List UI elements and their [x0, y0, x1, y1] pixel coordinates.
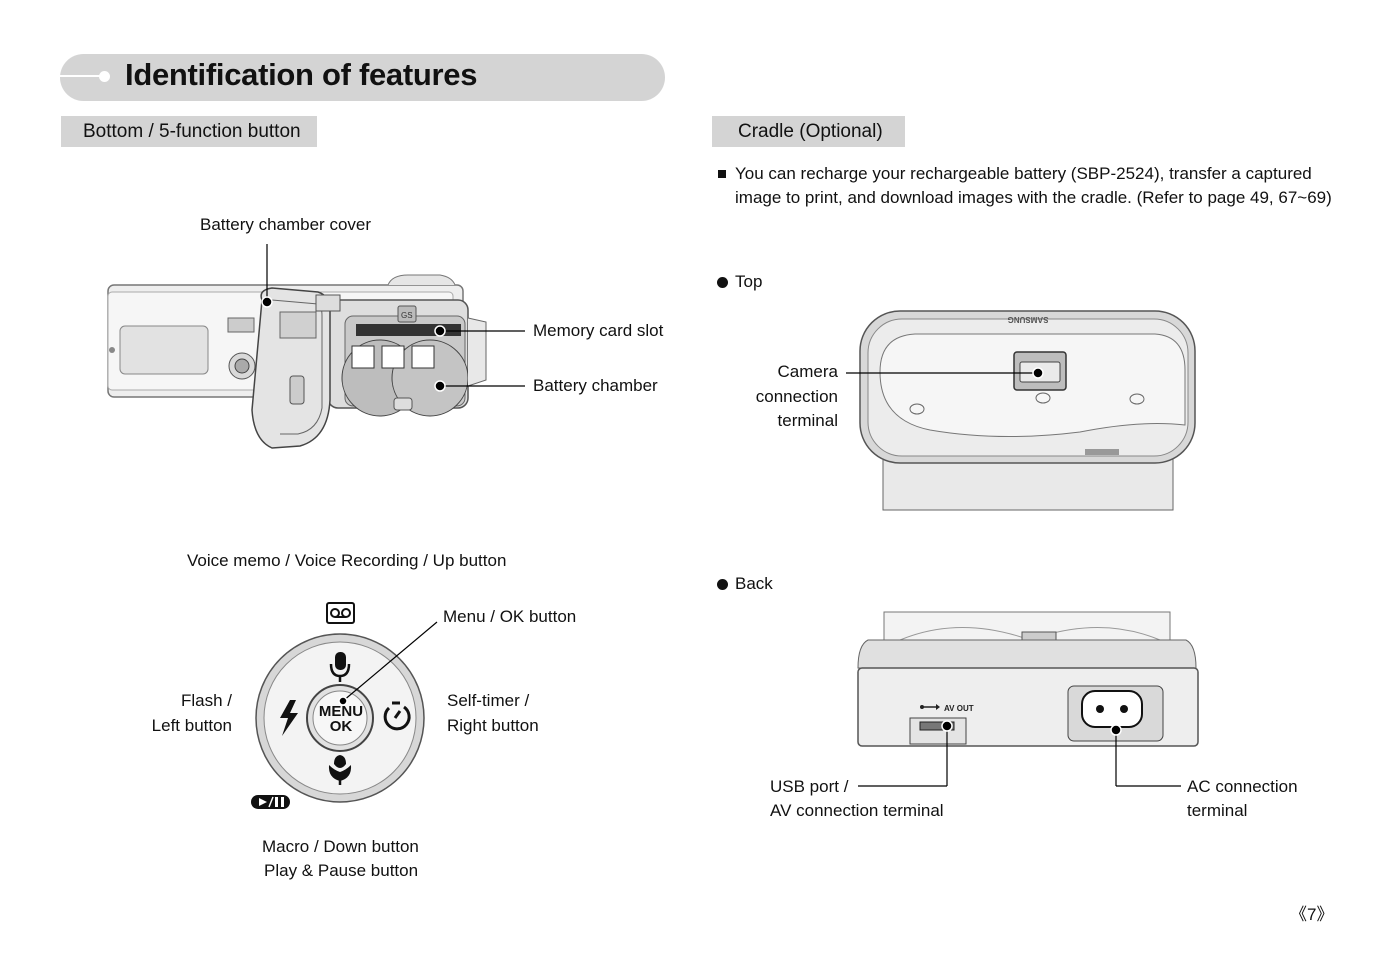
title-decoration-dot [99, 71, 110, 82]
section-title-cradle: Cradle (Optional) [712, 116, 905, 147]
page-number: 《7》 [1290, 905, 1334, 924]
label-flash-line2: Left button [151, 716, 232, 735]
label-usb-line2: AV connection terminal [770, 801, 944, 820]
label-battery-chamber: Battery chamber [533, 376, 658, 395]
label-camera-terminal-line2: connection [755, 387, 838, 406]
intro-text-line1: You can recharge your rechargeable batte… [735, 164, 1312, 183]
label-self-timer-line1: Self-timer / [447, 691, 530, 710]
menu-ok-line2: OK [329, 718, 353, 735]
heading-top: Top [735, 272, 763, 291]
flash-icon [280, 700, 298, 736]
label-camera-terminal-line3: terminal [777, 411, 838, 430]
label-usb-line1: USB port / [770, 777, 849, 796]
title-bar [60, 54, 665, 101]
heading-back: Back [735, 574, 773, 593]
voice-memo-icon [326, 602, 355, 624]
label-memory-card-slot: Memory card slot [533, 321, 664, 340]
macro-icon [328, 755, 352, 785]
label-voice-memo: Voice memo / Voice Recording / Up button [187, 551, 507, 570]
svg-text:GS: GS [401, 311, 413, 320]
usb-icon [920, 704, 940, 710]
label-menu-ok: Menu / OK button [443, 607, 577, 626]
intro-text-line2: image to print, and download images with… [735, 188, 1332, 207]
av-out-text: AV OUT [944, 704, 974, 713]
label-ac-line2: terminal [1187, 801, 1248, 820]
bullet-dot-top [717, 277, 728, 288]
label-ac-line1: AC connection [1187, 777, 1298, 796]
bullet-square [718, 170, 726, 178]
page-title: Identification of features [125, 57, 478, 92]
title-decoration-line [60, 75, 102, 77]
play-pause-icon [251, 795, 290, 809]
section-title-bottom: Bottom / 5-function button [61, 116, 317, 147]
brand-text: SAMSUNG [1008, 315, 1049, 324]
menu-ok-line1: MENU [318, 703, 364, 720]
label-macro-line2: Play & Pause button [264, 861, 419, 880]
label-macro-line1: Macro / Down button [262, 837, 419, 856]
label-flash-line1: Flash / [180, 691, 232, 710]
bullet-dot-back [717, 579, 728, 590]
label-battery-chamber-cover: Battery chamber cover [200, 215, 372, 234]
label-self-timer-line2: Right button [447, 716, 539, 735]
menu-ok-button[interactable]: MENU OK [313, 704, 369, 734]
microphone-icon [329, 652, 351, 682]
label-camera-terminal-line1: Camera [777, 362, 838, 381]
self-timer-icon [383, 701, 411, 731]
